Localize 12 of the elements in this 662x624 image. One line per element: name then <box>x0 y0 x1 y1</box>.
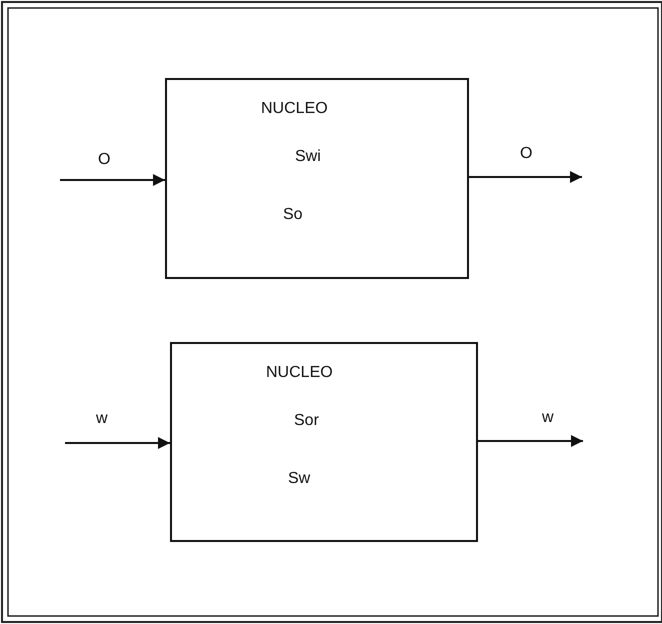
arrow <box>478 435 583 447</box>
arrow <box>469 171 582 183</box>
process-box <box>170 342 478 542</box>
arrow <box>60 174 165 186</box>
box-variable: Sw <box>288 470 310 488</box>
process-box <box>165 78 469 279</box>
box-variable: Sor <box>294 412 319 430</box>
box-title: NUCLEO <box>261 100 328 118</box>
box-variable: Swi <box>295 148 321 166</box>
arrow <box>65 437 170 449</box>
box-title: NUCLEO <box>266 364 333 382</box>
box-variable: So <box>283 206 303 224</box>
